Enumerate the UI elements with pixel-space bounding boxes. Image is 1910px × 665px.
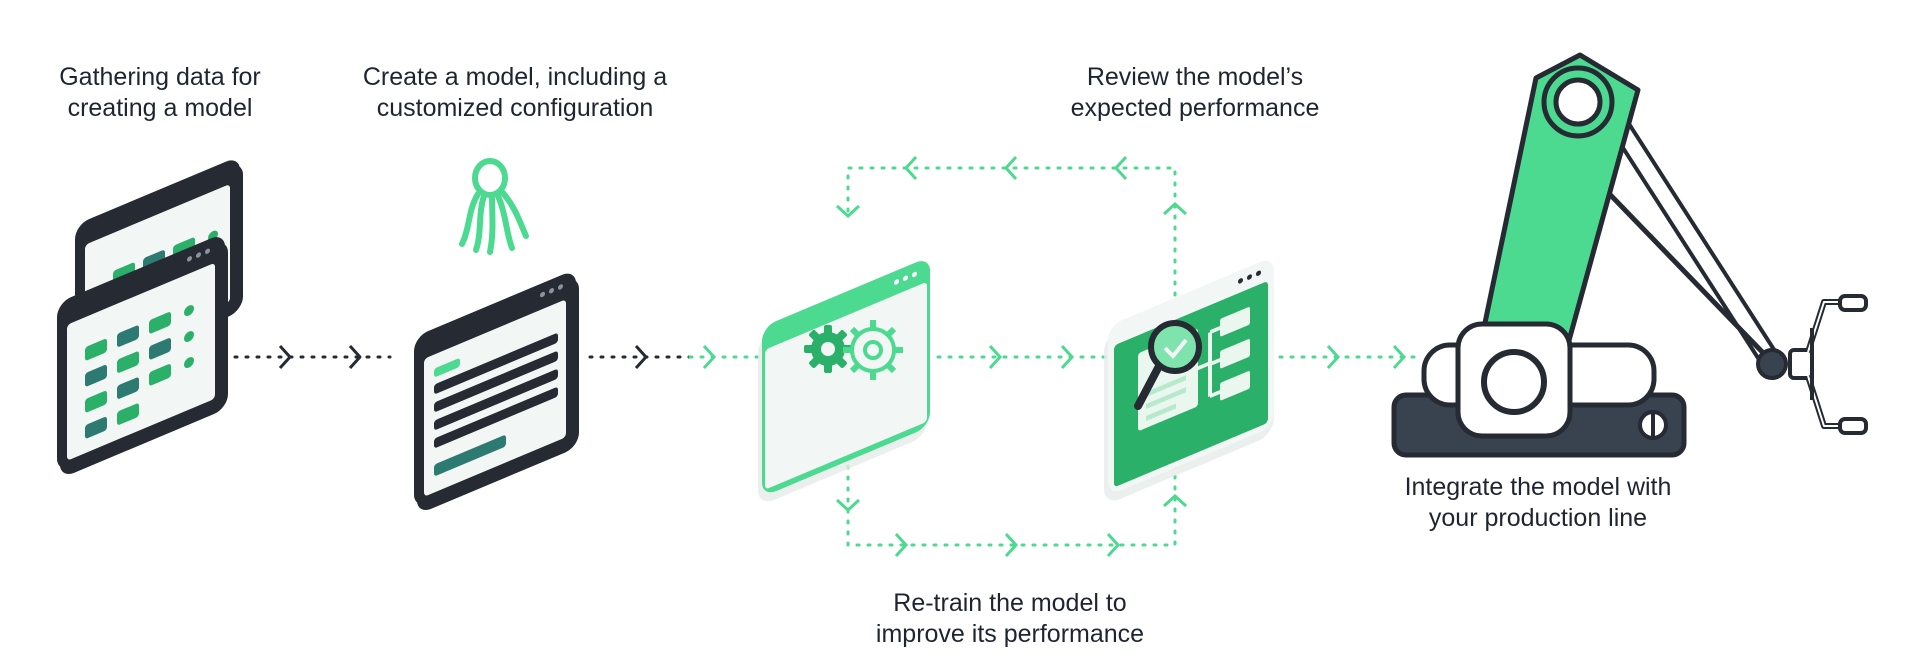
step-caption-gather: Gathering data for creating a model bbox=[10, 62, 310, 124]
caption-line: Integrate the model with bbox=[1404, 473, 1672, 501]
feedback-loop-top bbox=[835, 155, 1188, 297]
caption-line: creating a model bbox=[67, 94, 253, 122]
data-sheets-icon bbox=[57, 160, 243, 475]
connector-create-to-train bbox=[588, 344, 767, 370]
model-config-window-icon bbox=[414, 273, 579, 511]
octopus-logo-icon bbox=[459, 158, 529, 255]
caption-line: Create a model, including a bbox=[362, 63, 668, 91]
step-caption-retrain: Re-train the model to improve its perfor… bbox=[840, 588, 1180, 650]
robot-arm-icon bbox=[1391, 52, 1868, 458]
training-gears-icon bbox=[758, 261, 930, 502]
step-caption-integrate: Integrate the model with your production… bbox=[1358, 472, 1718, 534]
connector-train-to-review bbox=[936, 344, 1110, 370]
magnifier-icon bbox=[1134, 320, 1202, 410]
performance-review-icon bbox=[1104, 260, 1274, 501]
connector-review-to-integrate bbox=[1278, 344, 1422, 370]
connector-gather-to-create bbox=[233, 344, 392, 370]
caption-line: Gathering data for bbox=[59, 63, 261, 91]
step-caption-review: Review the model’s expected performance bbox=[1030, 62, 1360, 124]
caption-line: customized configuration bbox=[376, 94, 654, 122]
caption-line: your production line bbox=[1428, 504, 1648, 532]
caption-line: Re-train the model to bbox=[893, 589, 1127, 617]
step-caption-create: Create a model, including a customized c… bbox=[330, 62, 700, 124]
caption-line: Review the model’s bbox=[1086, 63, 1304, 91]
caption-line: improve its performance bbox=[875, 620, 1145, 648]
caption-line: expected performance bbox=[1070, 94, 1320, 122]
feedback-loop-bottom bbox=[835, 448, 1188, 558]
